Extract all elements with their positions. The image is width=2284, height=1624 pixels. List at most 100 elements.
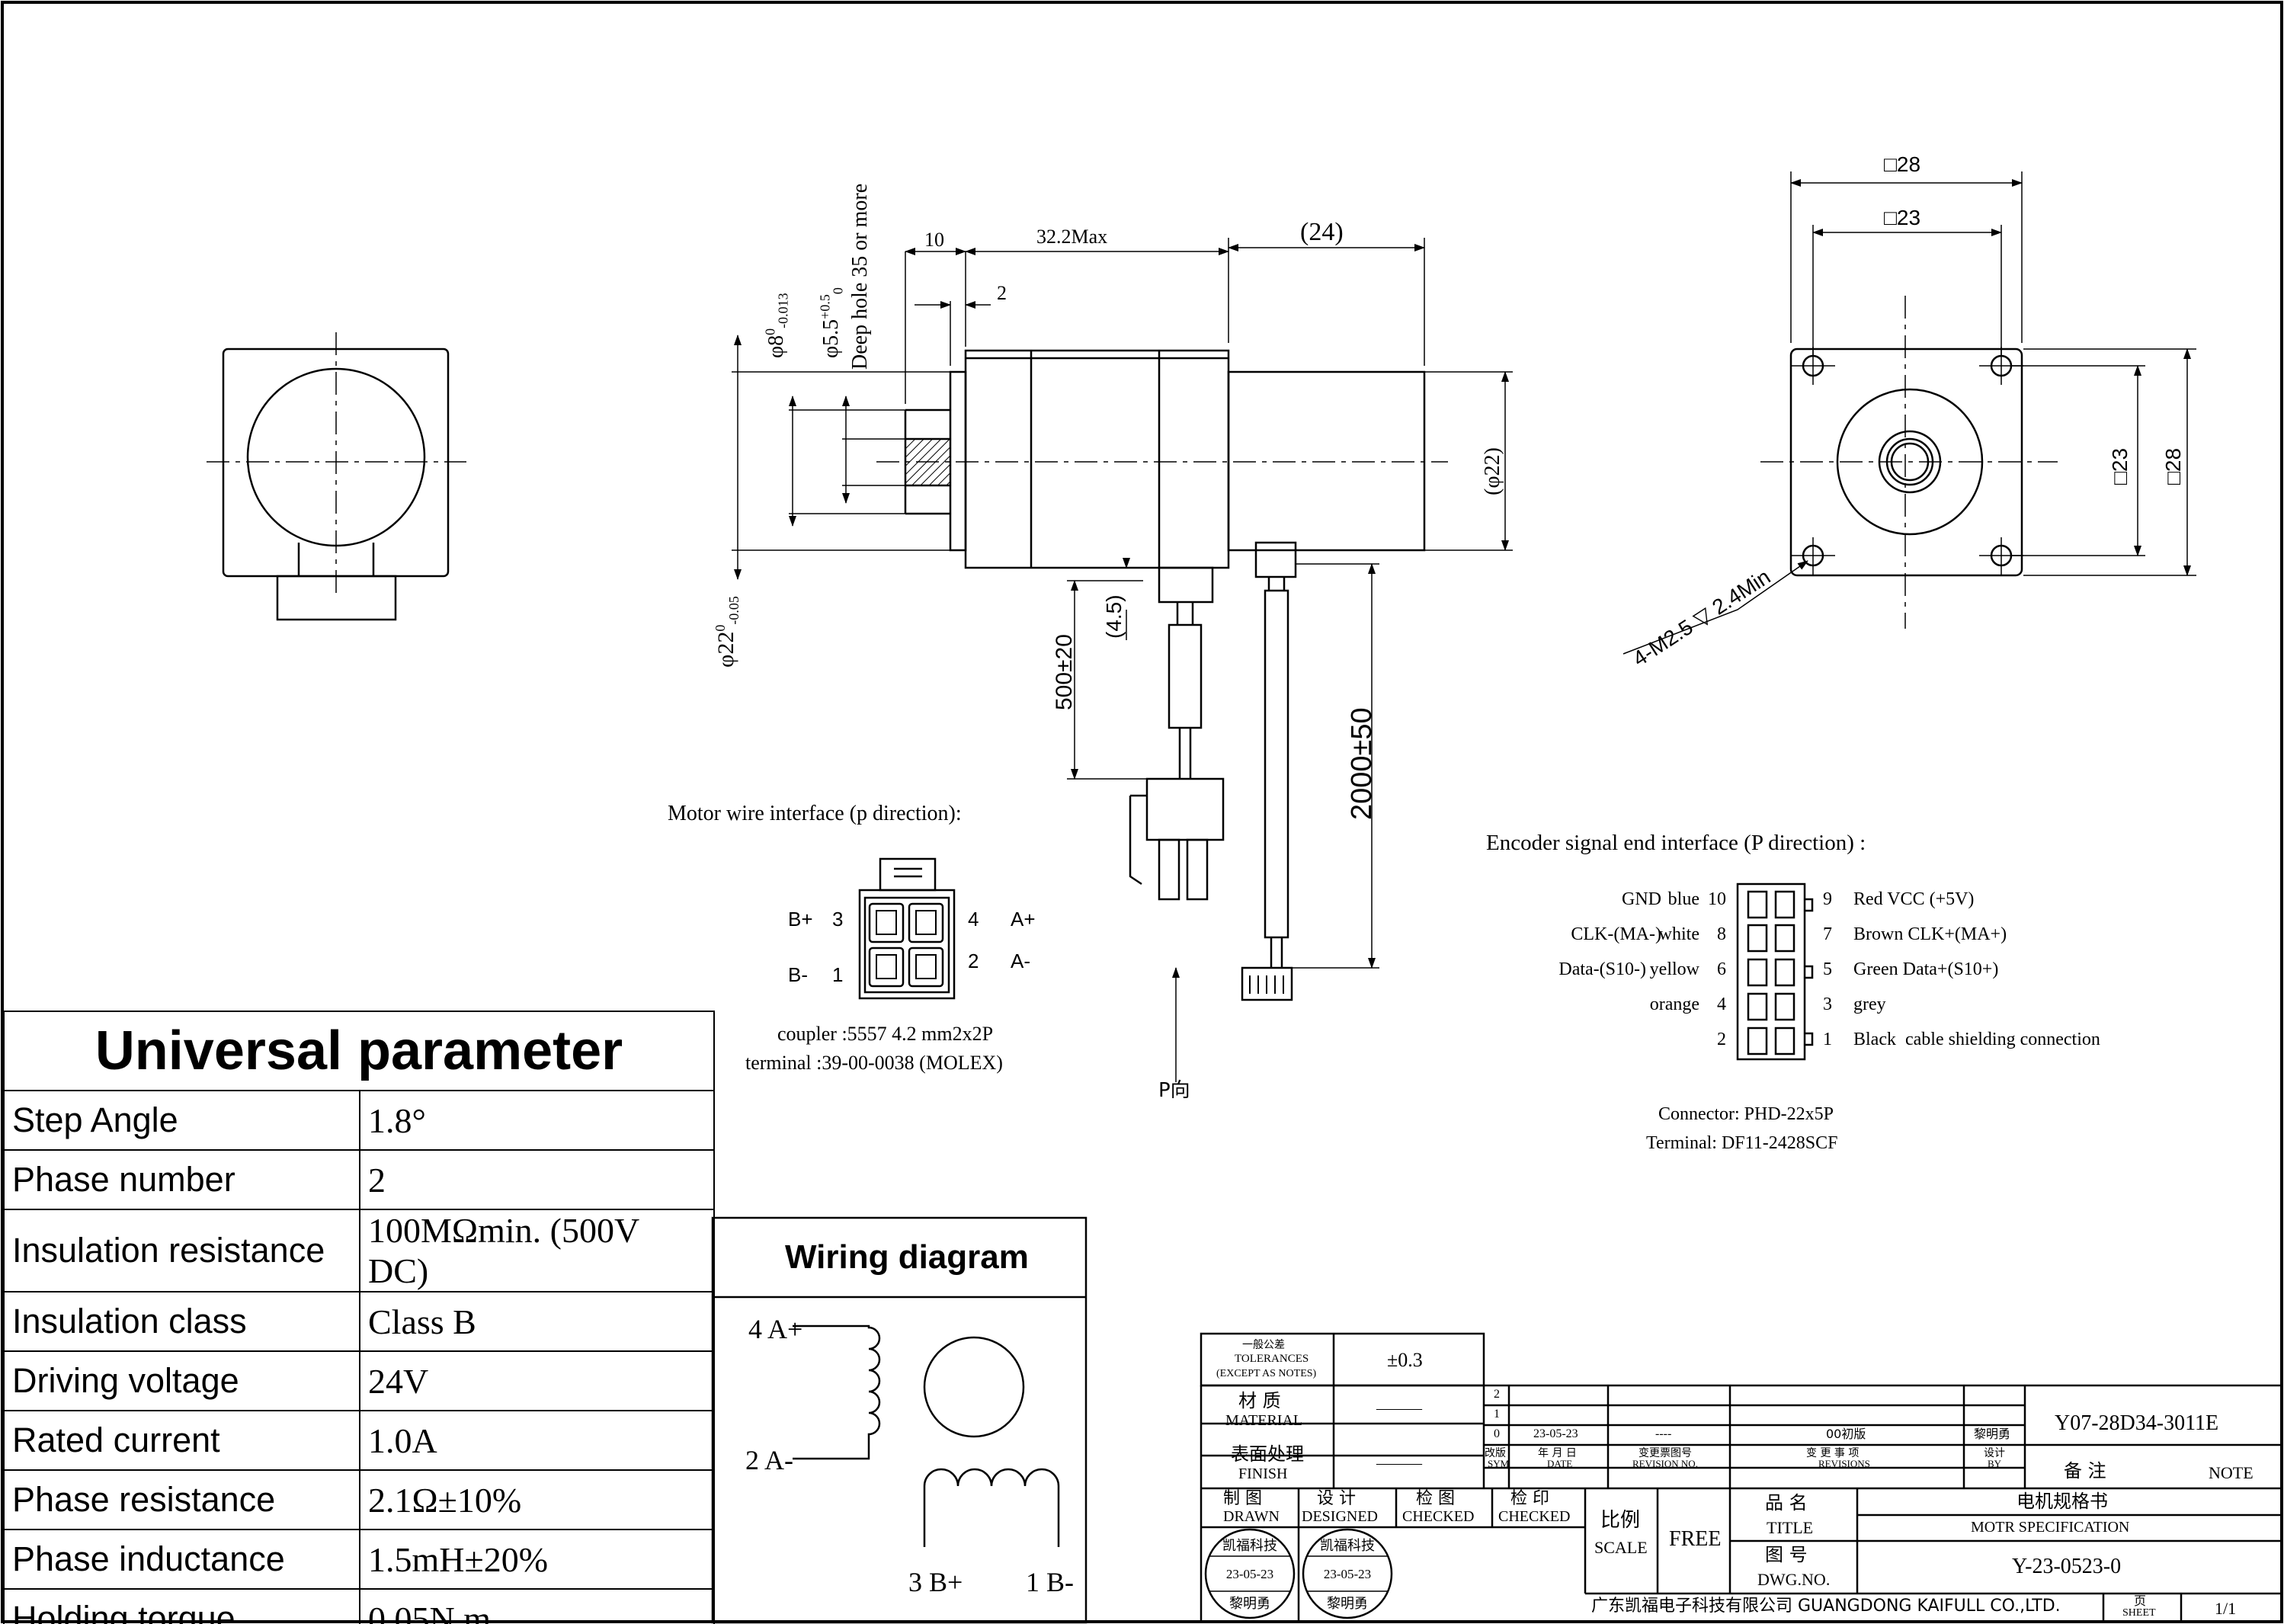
encoder-pin-signal: GND <box>1622 889 1661 909</box>
pin-label: B+ <box>788 908 813 931</box>
encoder-connector-spec: Connector: PHD-22x5P <box>1658 1104 1834 1124</box>
material-en: MATERIAL <box>1225 1412 1303 1429</box>
title-value-en: MOTR SPECIFICATION <box>1971 1519 2130 1536</box>
checked-en: CHECKED <box>1402 1508 1475 1525</box>
dim-shaft-diameter: φ80-0.013 <box>762 293 791 358</box>
encoder-pin-number: 5 <box>1823 959 1832 979</box>
pin-label: A- <box>1011 950 1030 972</box>
title-cn: 品 名 <box>1765 1492 1808 1513</box>
sheet-value: 1/1 <box>2215 1599 2237 1618</box>
company-name: 广东凯福电子科技有限公司 GUANGDONG KAIFULL CO.,LTD. <box>1591 1597 2061 1616</box>
param-name: Insulation class <box>3 1291 360 1352</box>
p-direction-label: P向 <box>1158 1079 1190 1102</box>
dim-inner-vertical: □23 <box>2108 447 2132 485</box>
encoder-pin-desc: Green Data+(S10+) <box>1853 959 1999 979</box>
stamp-date: 23-05-23 <box>1323 1567 1372 1581</box>
encoder-pin-color: orange <box>1649 995 1699 1014</box>
stamp-company: 凯福科技 <box>1320 1538 1375 1554</box>
rev-header-date-en: DATE <box>1547 1458 1573 1469</box>
pin-number: 2 <box>968 950 979 972</box>
material-cn: 材 质 <box>1238 1390 1281 1411</box>
dim-bore-note: Deep hole 35 or more <box>848 183 872 370</box>
checked-cn: 检 图 <box>1416 1489 1455 1508</box>
encoder-pin-number: 4 <box>1717 995 1726 1014</box>
motor-connector <box>858 857 956 1000</box>
wiring-b-minus: 1 B- <box>1026 1567 1074 1597</box>
encoder-connector <box>1736 882 1814 1061</box>
tolerance-value: ±0.3 <box>1387 1349 1423 1371</box>
revision-num: 1 <box>1494 1408 1500 1421</box>
coupler-spec: coupler :5557 4.2 mm2x2P <box>777 1023 994 1045</box>
dim-shaft-length: 10 <box>924 229 944 251</box>
dim-flange-diameter: φ220-0.05 <box>713 596 742 668</box>
dim-encoder-diameter: (φ22) <box>1481 447 1504 495</box>
encoder-pin-number: 1 <box>1823 1030 1832 1049</box>
stamp-name: 黎明勇 <box>1229 1596 1270 1612</box>
rev-header-docno-cn: 变更票图号 <box>1639 1447 1692 1459</box>
wiring-a-minus: 2 A- <box>745 1445 793 1475</box>
encoder-pin-color: white <box>1658 924 1699 944</box>
pin-label: B- <box>788 963 808 986</box>
rev-header-docno-en: REVISION NO. <box>1632 1458 1698 1469</box>
finish-value: ——— <box>1376 1455 1422 1472</box>
dim-encoder-lead-length: 2000±50 <box>1346 707 1378 820</box>
encoder-pin-color: blue <box>1667 889 1699 909</box>
param-value: 100MΩmin. (500V DC) <box>359 1209 715 1292</box>
dim-body-length: 32.2Max <box>1036 226 1108 248</box>
terminal-spec: terminal :39-00-0038 (MOLEX) <box>745 1052 1003 1074</box>
tolerance-note: (EXCEPT AS NOTES) <box>1216 1368 1317 1379</box>
rev-header-sym-cn: 改版 <box>1485 1447 1506 1459</box>
encoder-interface-title: Encoder signal end interface (P directio… <box>1486 831 1866 855</box>
tolerance-en: TOLERANCES <box>1235 1353 1309 1365</box>
dim-step: 2 <box>997 282 1007 304</box>
param-value: 2.1Ω±10% <box>359 1469 715 1530</box>
note-cn: 备 注 <box>2064 1460 2106 1481</box>
parameter-table-title: Universal parameter <box>3 1011 715 1091</box>
param-name: Driving voltage <box>3 1350 360 1411</box>
encoder-pin-signal: Data-(S10-) <box>1558 959 1646 979</box>
encoder-pin-number: 8 <box>1717 924 1726 944</box>
dim-outer-horizontal: □28 <box>1884 152 1921 176</box>
param-value: 24V <box>359 1350 715 1411</box>
scale-value: FREE <box>1669 1527 1722 1551</box>
dim-inner-horizontal: □23 <box>1884 206 1921 229</box>
drawn-en: DRAWN <box>1223 1508 1280 1525</box>
wiring-graphics <box>711 1216 1088 1624</box>
rev-header-date-cn: 年 月 日 <box>1538 1447 1577 1459</box>
title-value-cn: 电机规格书 <box>2017 1491 2108 1512</box>
revision-by: 黎明勇 <box>1974 1427 2011 1441</box>
pin-number: 4 <box>968 908 979 931</box>
param-value: 1.0A <box>359 1410 715 1471</box>
param-value: 2 <box>359 1149 715 1210</box>
dim-encoder-length: (24) <box>1300 218 1344 246</box>
param-name: Holding torque <box>3 1588 360 1624</box>
param-value: 0.05N.m <box>359 1588 715 1624</box>
encoder-pin-number: 2 <box>1717 1030 1726 1049</box>
motor-interface-title: Motor wire interface (p direction): <box>668 802 962 825</box>
pin-number: 3 <box>832 908 844 931</box>
rev-header-sym-en: SYM <box>1488 1458 1510 1469</box>
title-en: TITLE <box>1767 1518 1814 1537</box>
sheet-en: SHEET <box>2122 1607 2156 1619</box>
wiring-b-plus: 3 B+ <box>908 1567 963 1597</box>
encoder-pin-number: 10 <box>1708 889 1726 909</box>
encoder-pin-signal: CLK-(MA-) <box>1571 924 1661 944</box>
revision-num: 0 <box>1494 1427 1500 1440</box>
drawing-number-cn: 图 号 <box>1765 1544 1808 1565</box>
revision-desc: 00初版 <box>1826 1427 1866 1441</box>
revision-docno: ---- <box>1655 1427 1672 1440</box>
encoder-pin-number: 9 <box>1823 889 1832 909</box>
param-name: Step Angle <box>3 1090 360 1151</box>
revision-date: 23-05-23 <box>1533 1427 1578 1440</box>
